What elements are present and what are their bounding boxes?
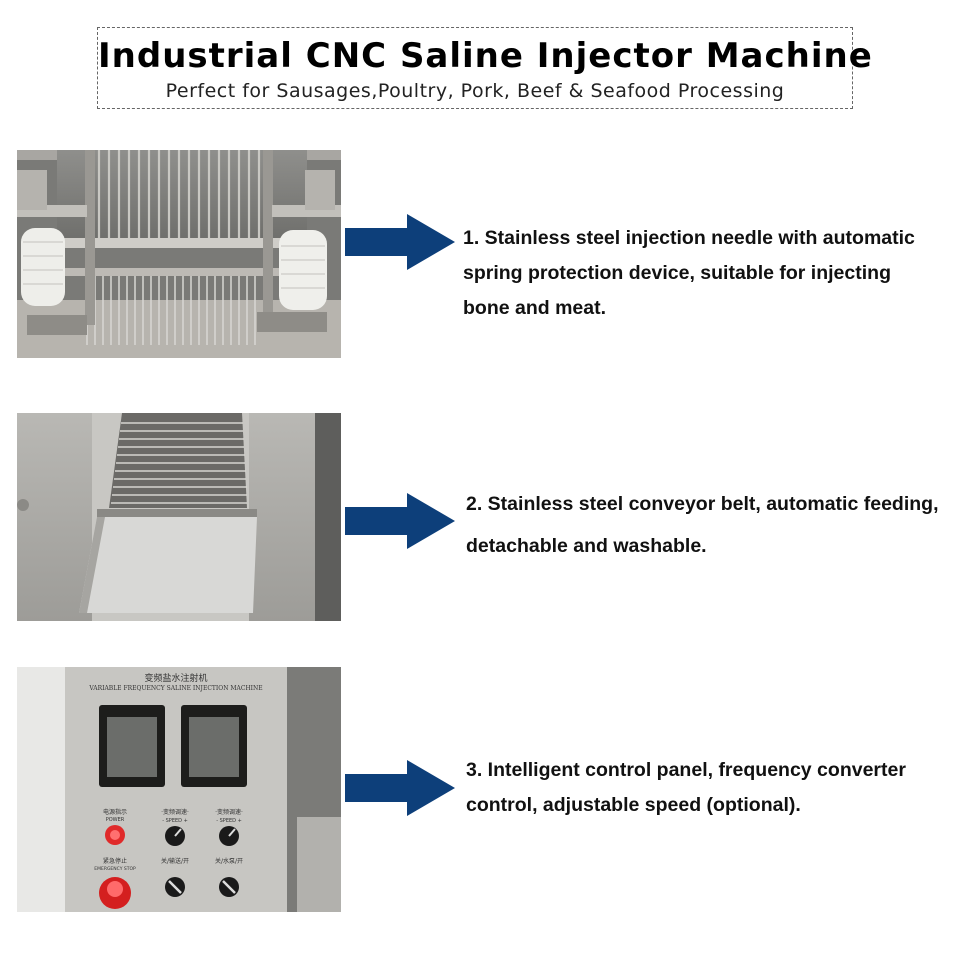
arrow-right-icon bbox=[345, 214, 455, 270]
header-box: Industrial CNC Saline Injector Machine P… bbox=[97, 27, 873, 109]
feature-line: bone and meat. bbox=[463, 297, 607, 319]
feature-line: 3. Intelligent control panel, frequency … bbox=[466, 759, 906, 781]
power-label-en: POWER bbox=[106, 817, 125, 823]
feature-line: detachable and washable. bbox=[466, 535, 707, 557]
feature-line: 1. Stainless steel injection needle with… bbox=[463, 227, 915, 249]
conveyor-photo bbox=[17, 413, 341, 621]
stop-label-cn: 紧急停止 bbox=[103, 857, 127, 865]
feature-2-text: 2. Stainless steel conveyor belt, automa… bbox=[466, 483, 939, 567]
panel-title-en: VARIABLE FREQUENCY SALINE INJECTION MACH… bbox=[88, 685, 262, 692]
stop-label-en: EMERGENCY STOP bbox=[94, 866, 136, 872]
speed-label-en-2: - SPEED + bbox=[216, 818, 242, 824]
feature-line: control, adjustable speed (optional). bbox=[466, 794, 801, 816]
power-label-cn: 电源指示 bbox=[103, 808, 127, 816]
feature-line: spring protection device, suitable for i… bbox=[463, 262, 891, 284]
speed-label-cn-2: ·变频调速· bbox=[215, 808, 243, 816]
arrow-right-icon bbox=[345, 493, 455, 549]
feature-3-text: 3. Intelligent control panel, frequency … bbox=[466, 753, 906, 823]
speed-label-cn-1: ·变频调速· bbox=[161, 808, 189, 816]
feature-1-text: 1. Stainless steel injection needle with… bbox=[463, 221, 915, 326]
speed-label-en-1: - SPEED + bbox=[162, 818, 188, 824]
arrow-right-icon bbox=[345, 760, 455, 816]
panel-title-cn: 变频盐水注射机 bbox=[144, 672, 207, 684]
control-panel-photo: 变频盐水注射机 VARIABLE FREQUENCY SALINE INJECT… bbox=[17, 667, 341, 912]
pump-knob-label: 关/水泵/开 bbox=[215, 857, 243, 865]
feature-line: 2. Stainless steel conveyor belt, automa… bbox=[466, 493, 939, 515]
needle-photo bbox=[17, 150, 341, 358]
page-subtitle: Perfect for Sausages,Poultry, Pork, Beef… bbox=[165, 80, 785, 102]
conveyor-knob-label: 关/输送/开 bbox=[161, 857, 189, 865]
page-title: Industrial CNC Saline Injector Machine bbox=[98, 36, 873, 76]
